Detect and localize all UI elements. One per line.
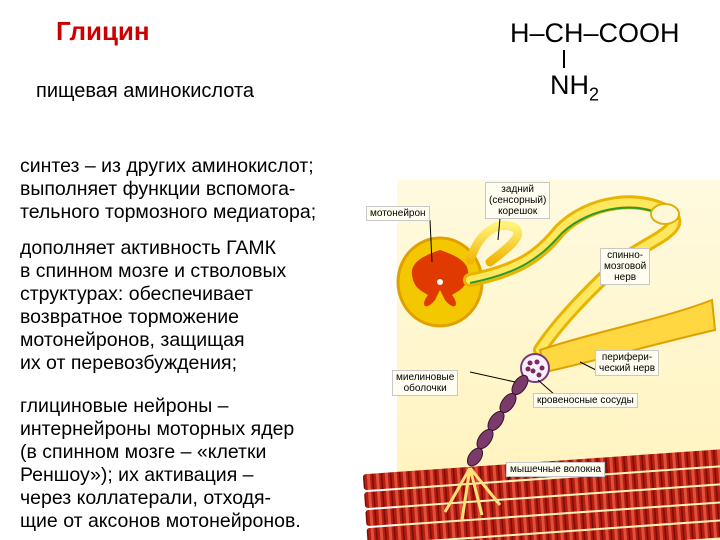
formula-amino-group: NH2: [550, 70, 599, 105]
subtitle: пищевая аминокислота: [36, 80, 255, 102]
ganglion-body: [650, 203, 680, 225]
paragraph-synthesis: синтез – из других аминокислот; выполняе…: [20, 155, 317, 223]
label-peripheral-nerve: перифери- ческий нерв: [595, 350, 660, 376]
label-myelin: миелиновые оболочки: [392, 370, 459, 396]
dorsal-root: [465, 220, 522, 267]
formula-subscript: 2: [589, 84, 600, 105]
label-spinal-nerve: спинно- мозговой нерв: [600, 248, 651, 285]
paragraph-renshaw: глициновые нейроны – интернейроны моторн…: [20, 395, 301, 532]
spinal-cord-section: [396, 236, 484, 328]
motor-axon-branches: [443, 467, 502, 521]
myelin-sheaths: [466, 374, 529, 467]
axon-green: [469, 206, 661, 284]
formula-nh: NH: [550, 70, 589, 100]
peripheral-nerve: [538, 298, 717, 374]
formula-top: H–CH–COOH: [510, 18, 680, 48]
label-muscle: мышечные волокна: [506, 462, 606, 477]
label-vessels: кровеносные сосуды: [533, 393, 638, 408]
formula-bond: [563, 50, 565, 68]
page-title: Глицин: [56, 16, 150, 46]
paragraph-gaba: дополняет активность ГАМК в спинном мозг…: [20, 237, 287, 374]
label-motoneuron: мотонейрон: [366, 206, 430, 221]
label-dorsal-root: задний (сенсорный) корешок: [485, 182, 551, 219]
nerve-cross-section: [520, 353, 550, 383]
